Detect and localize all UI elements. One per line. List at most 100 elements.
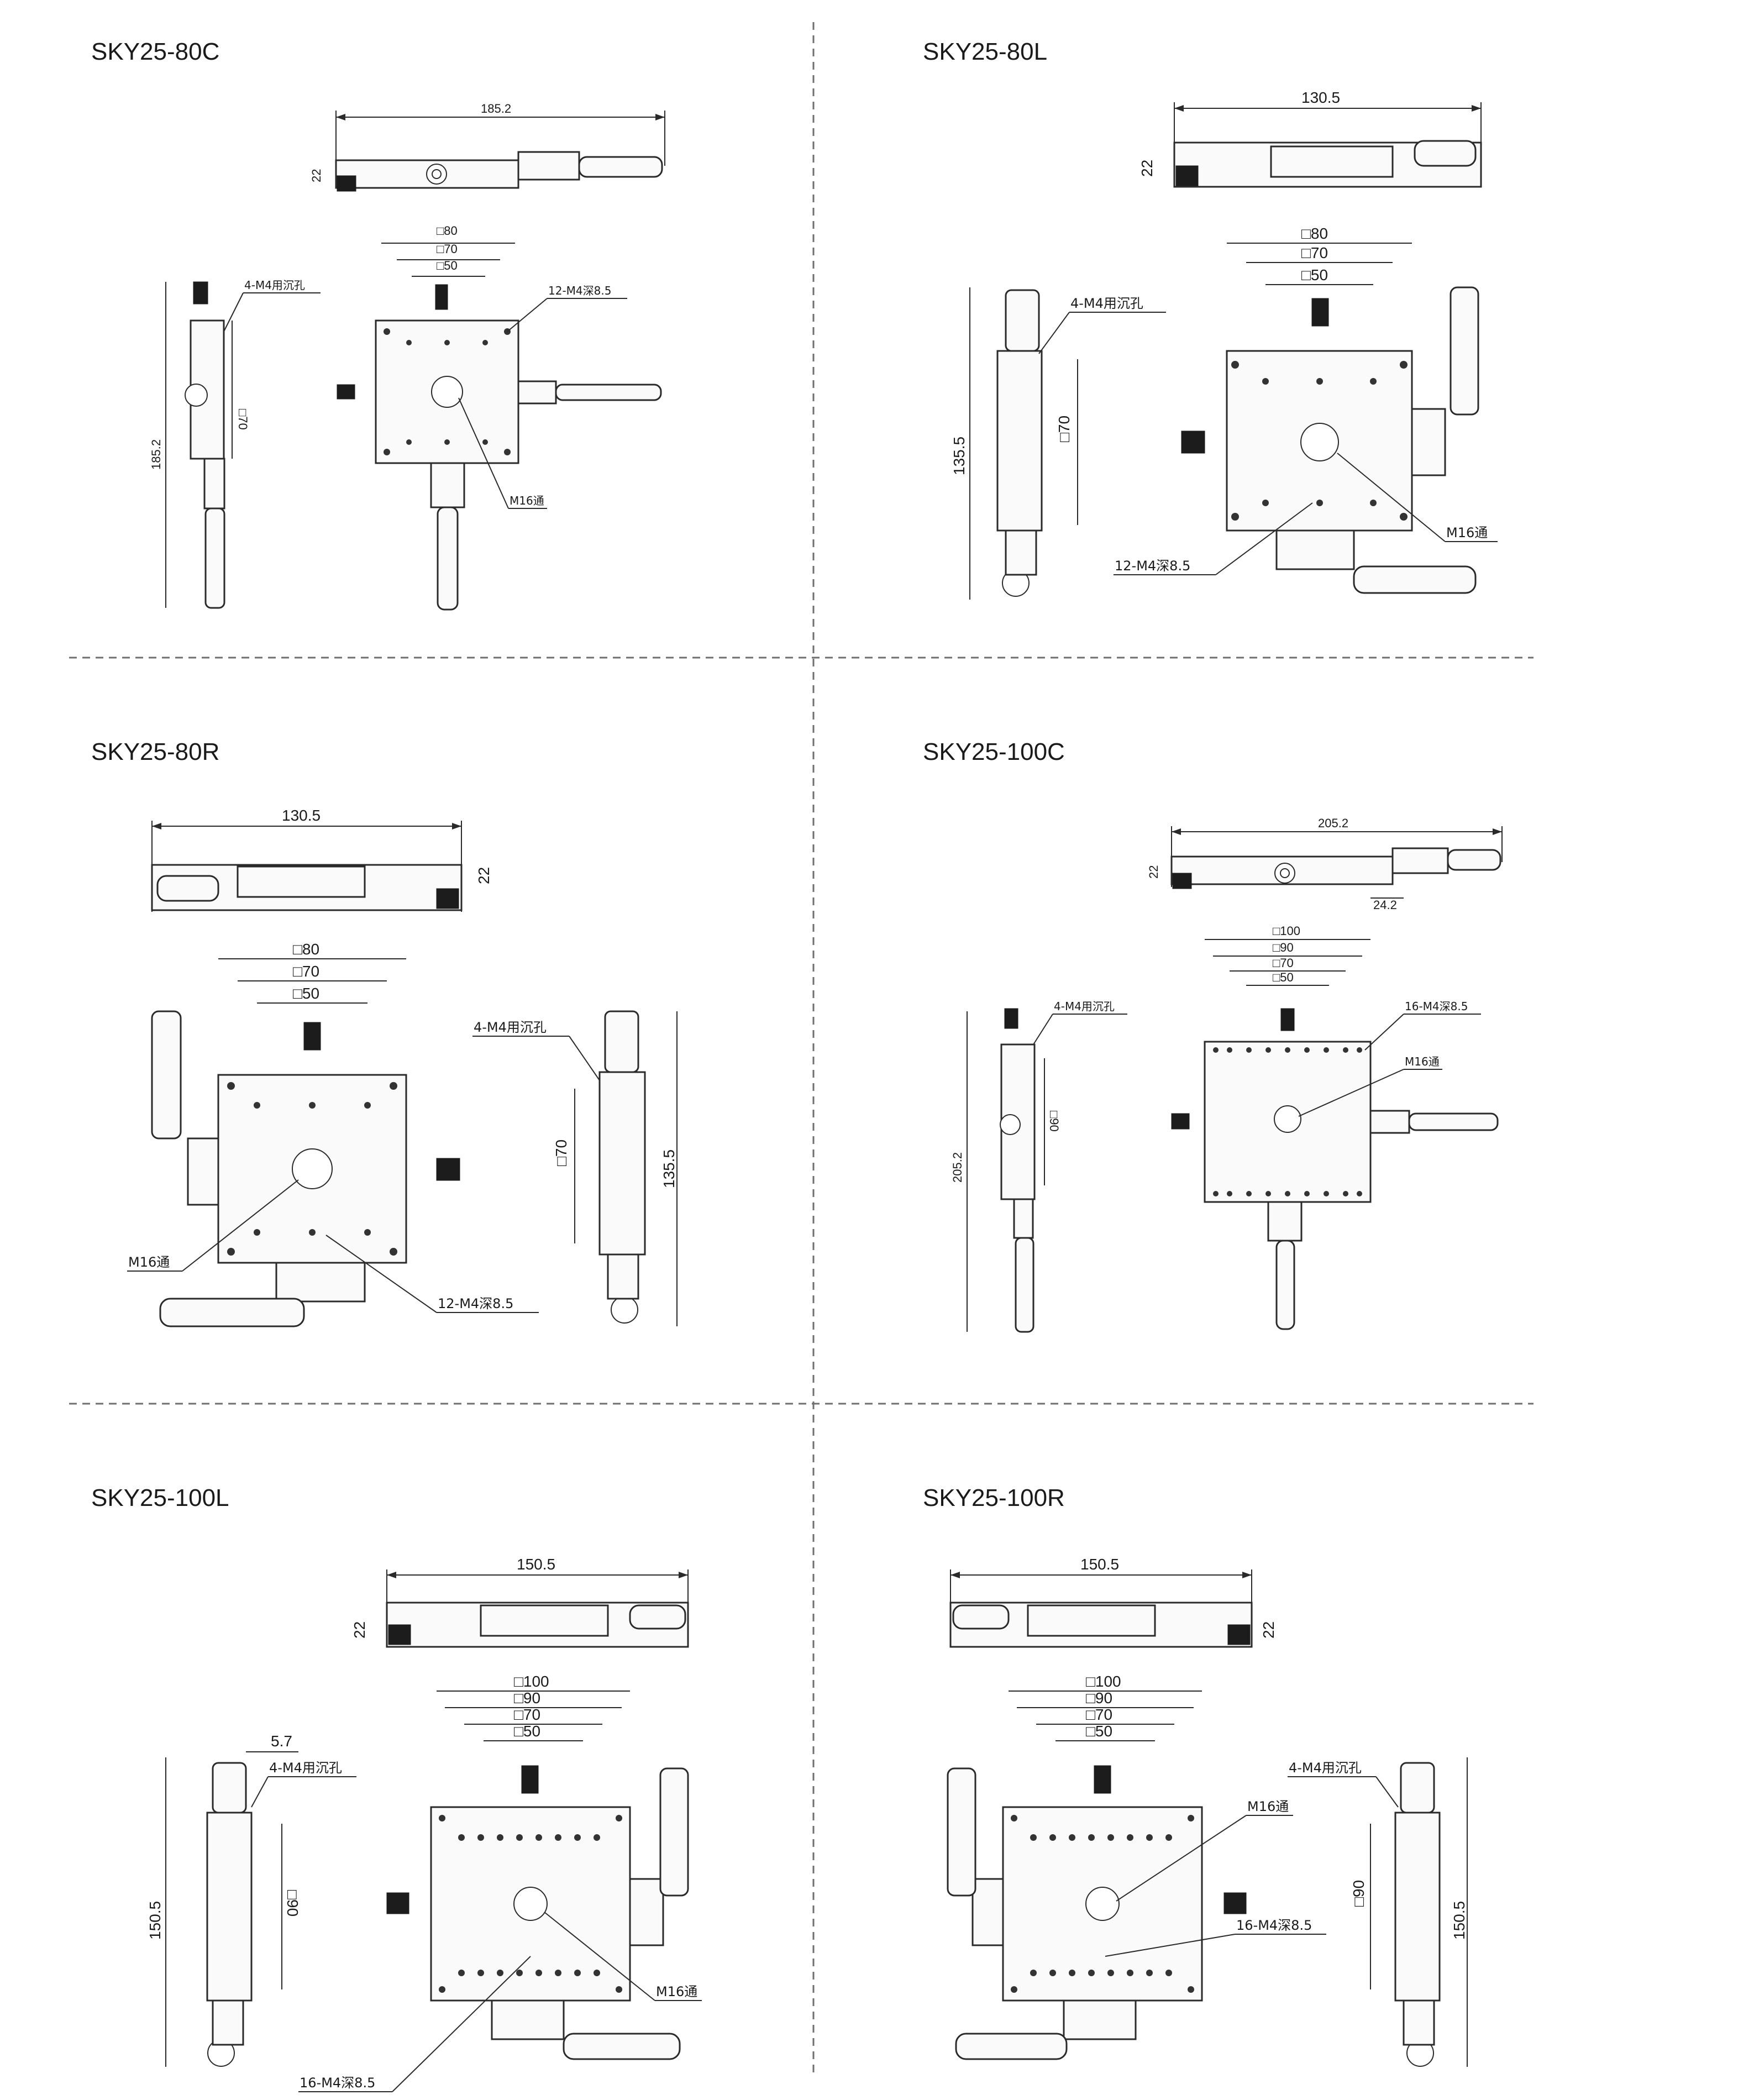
top-view: 150.5 22	[351, 1556, 689, 1648]
callouts: 4-M4用沉孔 12-M4深8.5 M16通	[223, 279, 627, 509]
dim-side-square: □90	[1350, 1880, 1367, 1907]
callout-through-hole: M16通	[656, 1984, 697, 1999]
model-title: SKY25-100R	[923, 1484, 1065, 1511]
front-view	[1181, 286, 1479, 594]
callout-counterbore: 4-M4用沉孔	[1054, 1000, 1115, 1013]
square-dimensions: □100 □90 □70 □50	[1009, 1673, 1202, 1741]
dim-square-inner: □50	[1273, 970, 1294, 984]
dim-top-width: 150.5	[517, 1556, 555, 1573]
front-view	[386, 1765, 689, 2060]
dim-top-width: 205.2	[1318, 816, 1348, 830]
callout-counterbore: 4-M4用沉孔	[474, 1020, 547, 1035]
callouts: 4-M4用沉孔 16-M4深8.5 M16通	[251, 1760, 702, 2092]
dim-square-outer: □100	[1273, 924, 1300, 938]
side-view: 135.5 □70	[553, 1010, 678, 1326]
callout-counterbore: 4-M4用沉孔	[269, 1760, 342, 1776]
dim-top-height: 22	[309, 169, 323, 182]
callout-tapped-holes: 16-M4深8.5	[300, 2075, 375, 2091]
callout-counterbore: 4-M4用沉孔	[244, 279, 305, 292]
dim-top-height: 22	[1147, 865, 1160, 879]
dim-top-height: 22	[1138, 160, 1156, 177]
callout-through-hole: M16通	[1247, 1799, 1289, 1814]
dim-square-3: □70	[1273, 956, 1294, 970]
callouts: 4-M4用沉孔 12-M4深8.5 M16通	[1038, 296, 1498, 575]
dim-top-offset: 24.2	[1373, 898, 1397, 912]
dim-side-square: □70	[553, 1140, 570, 1166]
model-title: SKY25-100L	[91, 1484, 229, 1511]
dim-top-height: 22	[1260, 1621, 1277, 1639]
square-dimensions: □80 □70 □50	[218, 941, 406, 1004]
callout-tapped-holes: 12-M4深8.5	[548, 284, 611, 297]
square-dimensions: □100 □90 □70 □50	[1205, 924, 1370, 986]
dim-square-3: □70	[514, 1706, 540, 1723]
dim-square-mid: □70	[437, 242, 458, 256]
dim-square-mid: □70	[1301, 244, 1328, 261]
panel-sky25-80l: SKY25-80L 130.5 22 □80 □70 □50	[923, 38, 1498, 600]
callout-counterbore: 4-M4用沉孔	[1070, 296, 1143, 311]
dim-square-outer: □80	[293, 941, 319, 958]
dim-top-width: 130.5	[1301, 89, 1340, 106]
top-view: 205.2 24.2 22	[1147, 816, 1503, 912]
dim-side-square: □70	[236, 409, 250, 430]
dim-square-outer: □80	[1301, 225, 1328, 242]
model-title: SKY25-80R	[91, 738, 219, 765]
front-view	[337, 284, 662, 611]
side-view: 205.2 □90	[950, 1008, 1061, 1333]
panel-dividers	[69, 22, 1534, 2078]
front-view	[947, 1765, 1247, 2060]
callouts: 4-M4用沉孔 M16通 12-M4深8.5	[127, 1020, 600, 1313]
dim-side-height: 150.5	[1451, 1901, 1468, 1940]
dim-square-outer: □100	[514, 1673, 549, 1690]
dim-top-width: 150.5	[1080, 1556, 1119, 1573]
callouts: 4-M4用沉孔 M16通 16-M4深8.5	[1105, 1760, 1399, 1957]
dim-square-inner: □50	[1301, 266, 1328, 284]
dim-square-inner: □50	[514, 1723, 540, 1740]
dim-side-square: □70	[1055, 416, 1073, 442]
callout-through-hole: M16通	[1446, 525, 1488, 540]
square-dimensions: □100 □90 □70 □50	[437, 1673, 630, 1741]
dim-square-inner: □50	[437, 259, 458, 272]
dim-side-height: 135.5	[660, 1149, 678, 1188]
callout-tapped-holes: 16-M4深8.5	[1236, 1918, 1312, 1933]
model-title: SKY25-80C	[91, 38, 219, 65]
dim-square-3: □70	[1086, 1706, 1112, 1723]
dim-side-square: □90	[284, 1890, 301, 1917]
model-title: SKY25-80L	[923, 38, 1047, 65]
dim-side-height: 150.5	[146, 1901, 164, 1940]
top-view: 130.5 22	[151, 807, 492, 912]
panel-sky25-80r: SKY25-80R 130.5 22 □80 □70 □50	[91, 738, 678, 1327]
side-view: 150.5 □90 5.7	[146, 1733, 301, 2067]
callout-through-hole: M16通	[128, 1254, 170, 1270]
callout-through-hole: M16通	[510, 494, 544, 507]
dim-square-outer: □80	[437, 224, 458, 238]
callout-tapped-holes: 12-M4深8.5	[438, 1296, 513, 1311]
panel-sky25-80c: SKY25-80C 185.2 22 □80 □70 □50	[91, 38, 665, 611]
side-view: 150.5 □90	[1350, 1757, 1468, 2067]
callouts: 4-M4用沉孔 16-M4深8.5 M16通	[1033, 1000, 1481, 1117]
dim-side-height: 205.2	[950, 1152, 964, 1183]
dim-square-inner: □50	[1086, 1723, 1112, 1740]
square-dimensions: □80 □70 □50	[1227, 225, 1412, 285]
dim-square-inner: □50	[293, 985, 319, 1002]
dim-square-mid: □70	[293, 963, 319, 980]
dim-square-2: □90	[514, 1689, 540, 1707]
callout-tapped-holes: 12-M4深8.5	[1115, 558, 1190, 574]
front-view	[1171, 1008, 1499, 1330]
panel-sky25-100c: SKY25-100C 205.2 24.2 22 □100 □90 □	[923, 738, 1503, 1333]
top-view: 185.2 22	[309, 102, 665, 192]
dim-side-height: 185.2	[149, 439, 163, 470]
side-view: 185.2 □70	[149, 281, 250, 609]
dim-square-2: □90	[1086, 1689, 1112, 1707]
panel-sky25-100l: SKY25-100L 150.5 22 □100 □90 □70 □50	[91, 1484, 702, 2092]
panel-sky25-100r: SKY25-100R 150.5 22 □100 □90 □70 □50	[923, 1484, 1468, 2067]
callout-through-hole: M16通	[1405, 1055, 1440, 1068]
square-dimensions: □80 □70 □50	[381, 224, 515, 277]
side-view: 135.5 □70	[950, 287, 1078, 600]
top-view: 150.5 22	[949, 1556, 1277, 1648]
callout-counterbore: 4-M4用沉孔	[1289, 1760, 1362, 1776]
dim-side-offset: 5.7	[271, 1733, 292, 1750]
dim-top-width: 130.5	[282, 807, 321, 824]
dim-square-outer: □100	[1086, 1673, 1121, 1690]
